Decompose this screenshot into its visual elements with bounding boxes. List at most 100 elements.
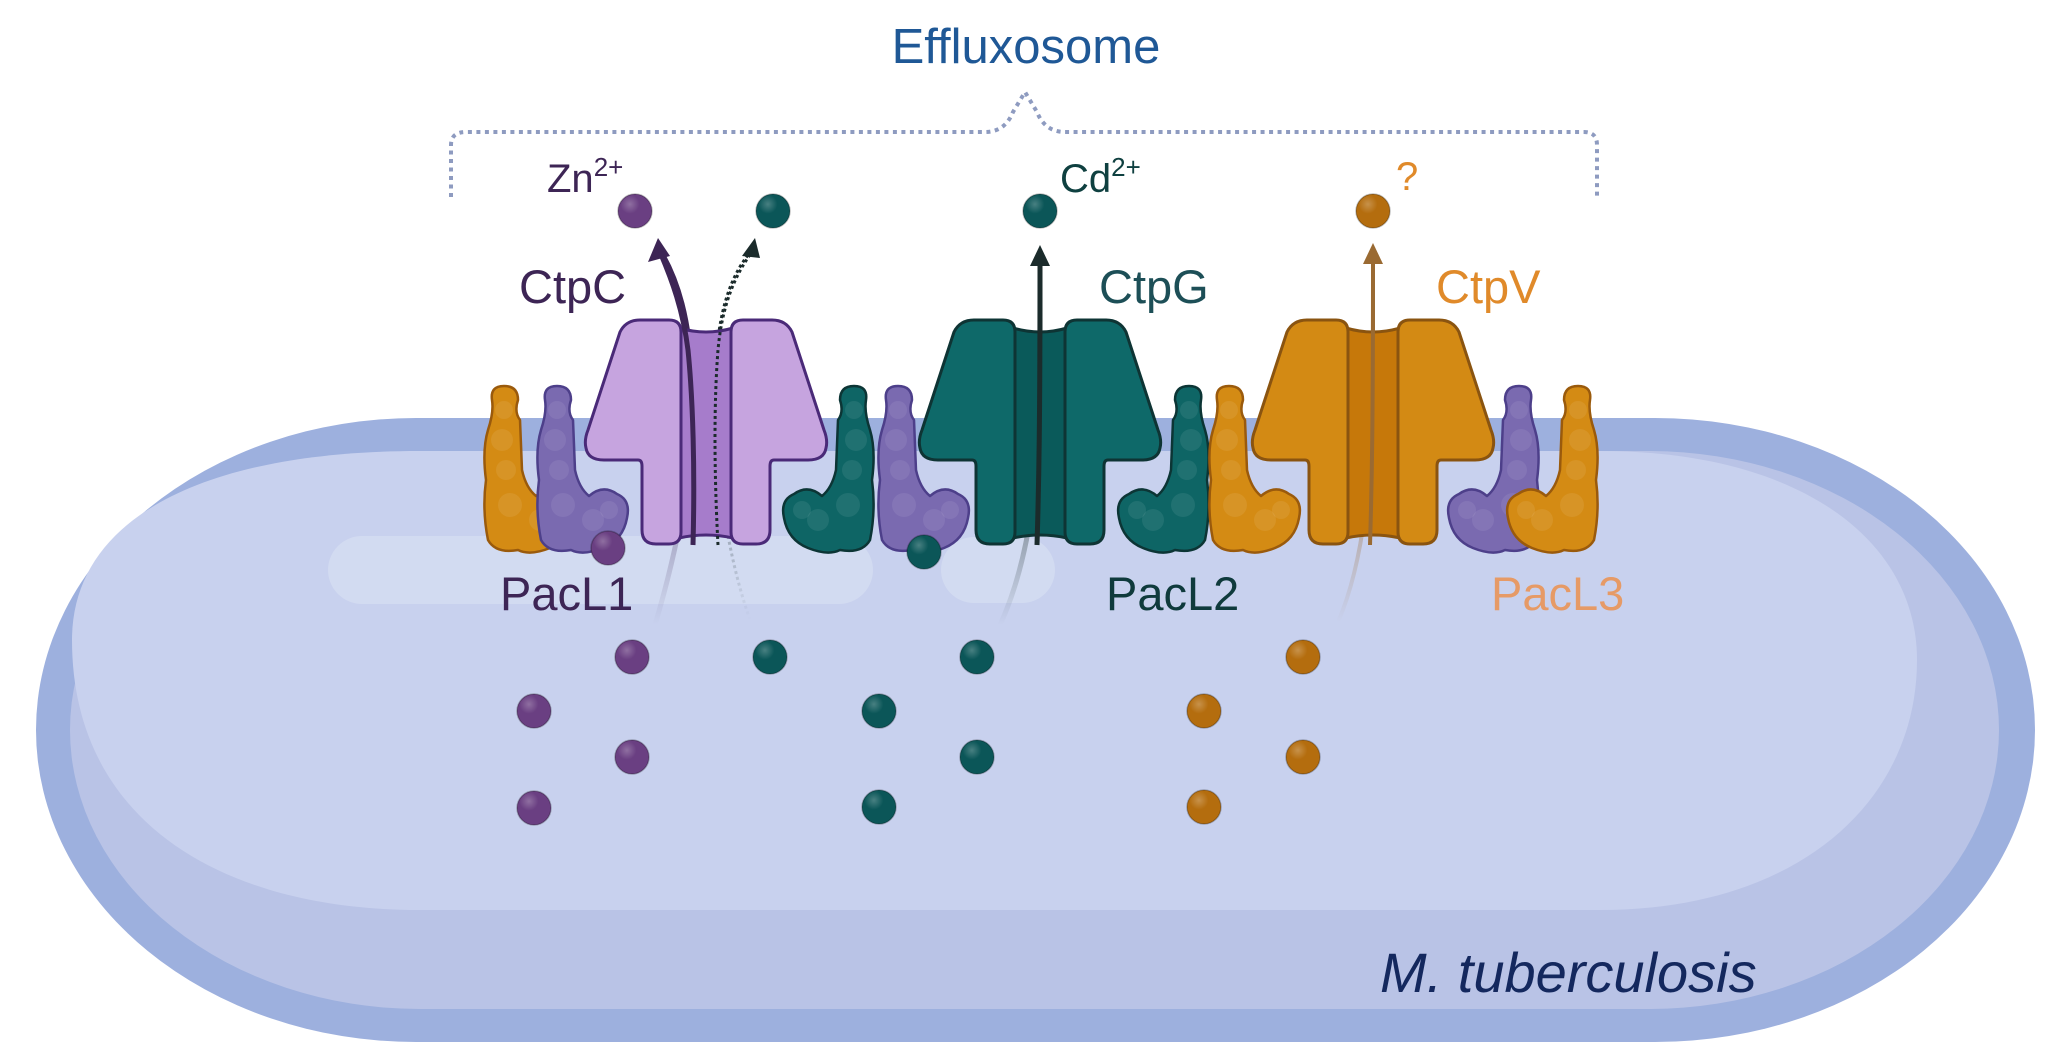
ion-shine [1187, 694, 1221, 728]
pacl-texture [1510, 429, 1532, 451]
zn-ion [516, 790, 552, 826]
zn-ion [614, 639, 650, 675]
ion-shine [517, 694, 551, 728]
pacl1-label: PacL1 [500, 567, 633, 620]
ctpv-left-subunit [1250, 318, 1350, 546]
cd-ion [861, 693, 897, 729]
ctpg-transporter [917, 318, 1163, 546]
ion-shine [960, 640, 994, 674]
pacl-body [781, 384, 875, 554]
cd-ion [861, 789, 897, 825]
pacl2-purple-chaperone [877, 384, 971, 554]
ion-shine [907, 535, 941, 569]
pacl-texture [498, 493, 522, 517]
pacl-texture [1510, 401, 1528, 419]
ctpc-right-subunit [729, 318, 829, 546]
pacl-texture [495, 401, 513, 419]
pacl-texture [551, 493, 575, 517]
cytoplasm-highlight-1 [328, 536, 873, 604]
ion-shine [753, 640, 787, 674]
pacl-texture [582, 509, 604, 531]
ion-shine [615, 740, 649, 774]
pacl-body [1116, 384, 1210, 554]
pacl-texture [1177, 460, 1197, 480]
pacl-texture [600, 501, 618, 519]
pacl-texture [1254, 509, 1276, 531]
pacl-texture [1171, 493, 1195, 517]
pacl-texture [793, 501, 811, 519]
ion-shine [862, 790, 896, 824]
unknown-ion [1186, 789, 1222, 825]
unknown-ion [1186, 693, 1222, 729]
cytoplasm-highlight-2 [941, 537, 1055, 603]
cd-symbol: Cd [1060, 157, 1111, 201]
unknown-ion [1285, 739, 1321, 775]
pacl2-teal-chaperone [1116, 384, 1210, 554]
ion-shine [1187, 790, 1221, 824]
transport-arrow-overlays [657, 251, 1375, 546]
zn-arrowhead [648, 238, 670, 262]
cd-arrowhead [1030, 245, 1050, 266]
zn-charge: 2+ [594, 152, 624, 182]
cd-dotted-arrowhead [742, 238, 760, 258]
ion-shine [1356, 194, 1390, 228]
pacl1-teal-chaperone [781, 384, 875, 554]
zn-ion [516, 693, 552, 729]
pacl-texture [836, 493, 860, 517]
ctpc-left-subunit [583, 318, 683, 546]
pacl-body [1505, 384, 1599, 554]
ctpv-label: CtpV [1436, 260, 1541, 313]
pacl-texture [1566, 460, 1586, 480]
pacl-texture [544, 429, 566, 451]
unknown-arrow-overlay [1368, 261, 1375, 546]
ion-shine [1286, 740, 1320, 774]
pacl-texture [923, 509, 945, 531]
pacl-texture [1142, 509, 1164, 531]
ion-shine [960, 740, 994, 774]
pacl-texture [845, 429, 867, 451]
pacl-texture [491, 429, 513, 451]
pacl-texture [1180, 401, 1198, 419]
pacl1-purple-chaperone [536, 384, 630, 554]
cd-ion [959, 639, 995, 675]
zn-ion [617, 193, 653, 229]
pacl-texture [1531, 509, 1553, 531]
ctpg-label: CtpG [1099, 260, 1209, 313]
pacl3-label: PacL3 [1491, 567, 1624, 620]
pacl2-label: PacL2 [1106, 567, 1239, 620]
zn-ion [590, 530, 626, 566]
ion-shine [1023, 194, 1057, 228]
unknown-arrowhead [1363, 243, 1383, 264]
cd-ion [752, 639, 788, 675]
cd-ion [755, 193, 791, 229]
ion-shine [1286, 640, 1320, 674]
pacl-texture [549, 460, 569, 480]
pacl-body [536, 384, 630, 554]
pacl-texture [885, 429, 907, 451]
pacl-chaperones [483, 384, 1599, 554]
cd-arrow-overlay [1034, 263, 1043, 546]
unknown-ion [1355, 193, 1391, 229]
pacl-texture [1569, 429, 1591, 451]
pacl-body [1208, 384, 1302, 554]
pacl-body [877, 384, 971, 554]
ctpg-left-subunit [917, 318, 1017, 546]
pacl-texture [842, 460, 862, 480]
pacl-texture [1507, 460, 1527, 480]
pacl-texture [807, 509, 829, 531]
pacl2-orange-chaperone [1208, 384, 1302, 554]
pacl-texture [1128, 501, 1146, 519]
unknown-ion [1285, 639, 1321, 675]
cd-dotted-arrow-overlay [713, 251, 754, 546]
ion-shine [591, 531, 625, 565]
ctpv-transporter [1250, 318, 1496, 546]
pacl-texture [1569, 401, 1587, 419]
ctpc-label: CtpC [519, 260, 626, 313]
pacl-texture [890, 460, 910, 480]
metal-ions [516, 193, 1391, 826]
pacl-texture [1272, 501, 1290, 519]
ion-shine [862, 694, 896, 728]
effluxosome-title: Effluxosome [892, 20, 1161, 74]
zn-ion [614, 739, 650, 775]
pacl-texture [1221, 460, 1241, 480]
